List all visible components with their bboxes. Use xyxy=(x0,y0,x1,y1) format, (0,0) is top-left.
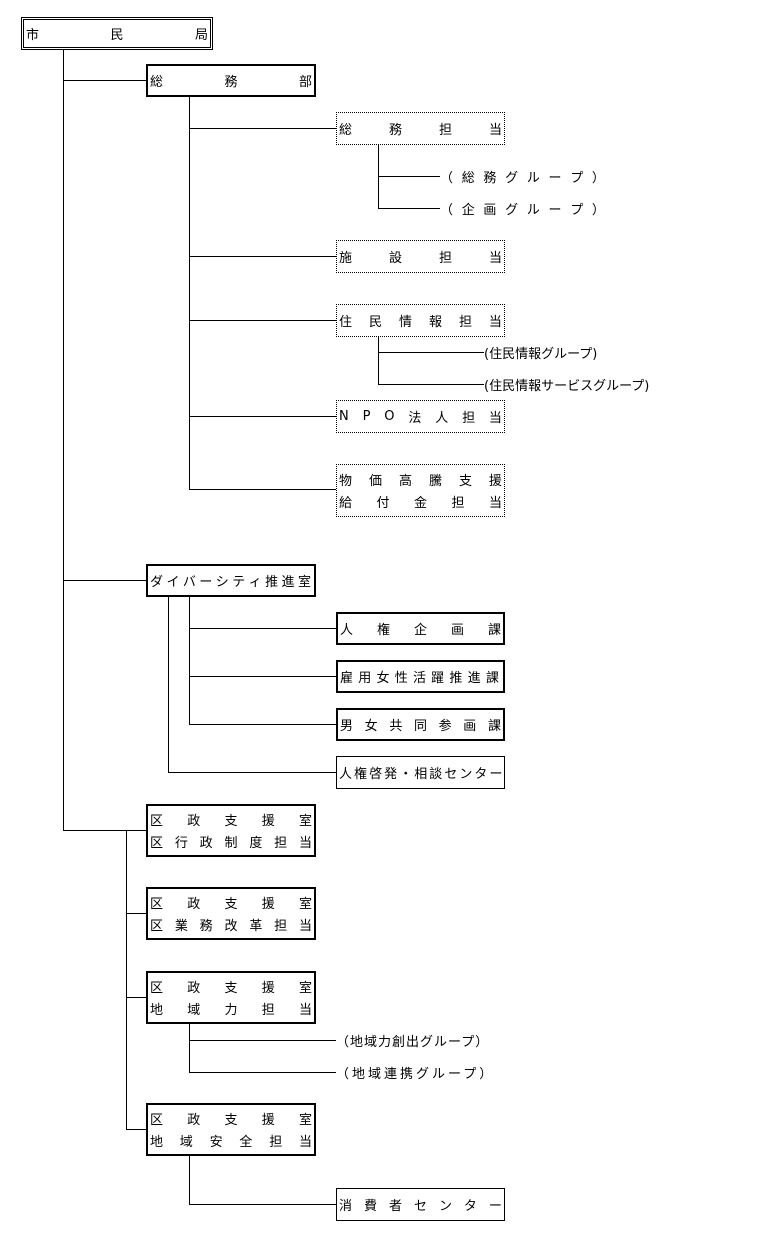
jinken-kikaku-label: 人権企画課 xyxy=(340,623,501,638)
koyo-josei-label: 雇用女性活躍推進課 xyxy=(340,671,501,686)
kusei-gyomu-line2: 区業務改革担当 xyxy=(150,919,312,934)
jinken-center-box: 人権啓発・相談センター xyxy=(336,756,505,789)
root-shiminkyoku: 市民局 xyxy=(21,17,213,50)
danjo-label: 男女共同参画課 xyxy=(340,719,501,734)
root-label: 市民局 xyxy=(26,28,208,43)
chiiki-renkei-group-label: （地域連携グループ） xyxy=(336,1066,496,1082)
kusei-chiiki-line1: 区政支援室 xyxy=(150,981,312,996)
chiiki-sosyutsu-group-label: （地域力創出グループ） xyxy=(336,1034,490,1050)
bukka-tanto-line2: 給付金担当 xyxy=(339,496,502,511)
kikaku-group-label: （企画グループ） xyxy=(440,202,610,218)
shisetsu-tanto-label: 施設担当 xyxy=(339,251,502,266)
jumin-joho-tanto-box: 住民情報担当 xyxy=(336,304,505,337)
somu-tanto-label: 総務担当 xyxy=(339,123,502,138)
jumin-service-group-label: (住民情報サービスグループ) xyxy=(484,378,650,394)
jumin-joho-group-label: (住民情報グループ) xyxy=(484,346,598,362)
danjo-box: 男女共同参画課 xyxy=(336,708,505,741)
kusei-gyomu-box: 区政支援室 区業務改革担当 xyxy=(146,887,316,940)
jumin-joho-tanto-label: 住民情報担当 xyxy=(339,315,502,330)
jinken-center-label: 人権啓発・相談センター xyxy=(339,767,502,782)
diversity-label: ダイバーシティ推進室 xyxy=(150,575,312,590)
kusei-chiiki-box: 区政支援室 地域力担当 xyxy=(146,971,316,1024)
shisetsu-tanto-box: 施設担当 xyxy=(336,240,505,273)
koyo-josei-box: 雇用女性活躍推進課 xyxy=(336,660,505,693)
kusei-gyomu-line1: 区政支援室 xyxy=(150,897,312,912)
kusei-gyosei-line1: 区政支援室 xyxy=(150,814,312,829)
bukka-tanto-box: 物価高騰支援 給付金担当 xyxy=(336,464,505,517)
kusei-gyosei-line2: 区行政制度担当 xyxy=(150,836,312,851)
kusei-chiiki-line2: 地域力担当 xyxy=(150,1003,312,1018)
diversity-box: ダイバーシティ推進室 xyxy=(146,564,316,597)
kusei-anzen-line1: 区政支援室 xyxy=(150,1113,312,1128)
kusei-gyosei-box: 区政支援室 区行政制度担当 xyxy=(146,804,316,857)
bukka-tanto-line1: 物価高騰支援 xyxy=(339,474,502,489)
somubu-box: 総務部 xyxy=(146,64,316,97)
shohisha-center-label: 消費者センター xyxy=(339,1199,502,1214)
somubu-label: 総務部 xyxy=(150,75,312,90)
somu-group-label: （総務グループ） xyxy=(440,170,610,186)
shohisha-center-box: 消費者センター xyxy=(336,1188,505,1221)
kusei-anzen-box: 区政支援室 地域安全担当 xyxy=(146,1103,316,1156)
somu-tanto-box: 総務担当 xyxy=(336,112,505,145)
jinken-kikaku-box: 人権企画課 xyxy=(336,612,505,645)
kusei-anzen-line2: 地域安全担当 xyxy=(150,1135,312,1150)
